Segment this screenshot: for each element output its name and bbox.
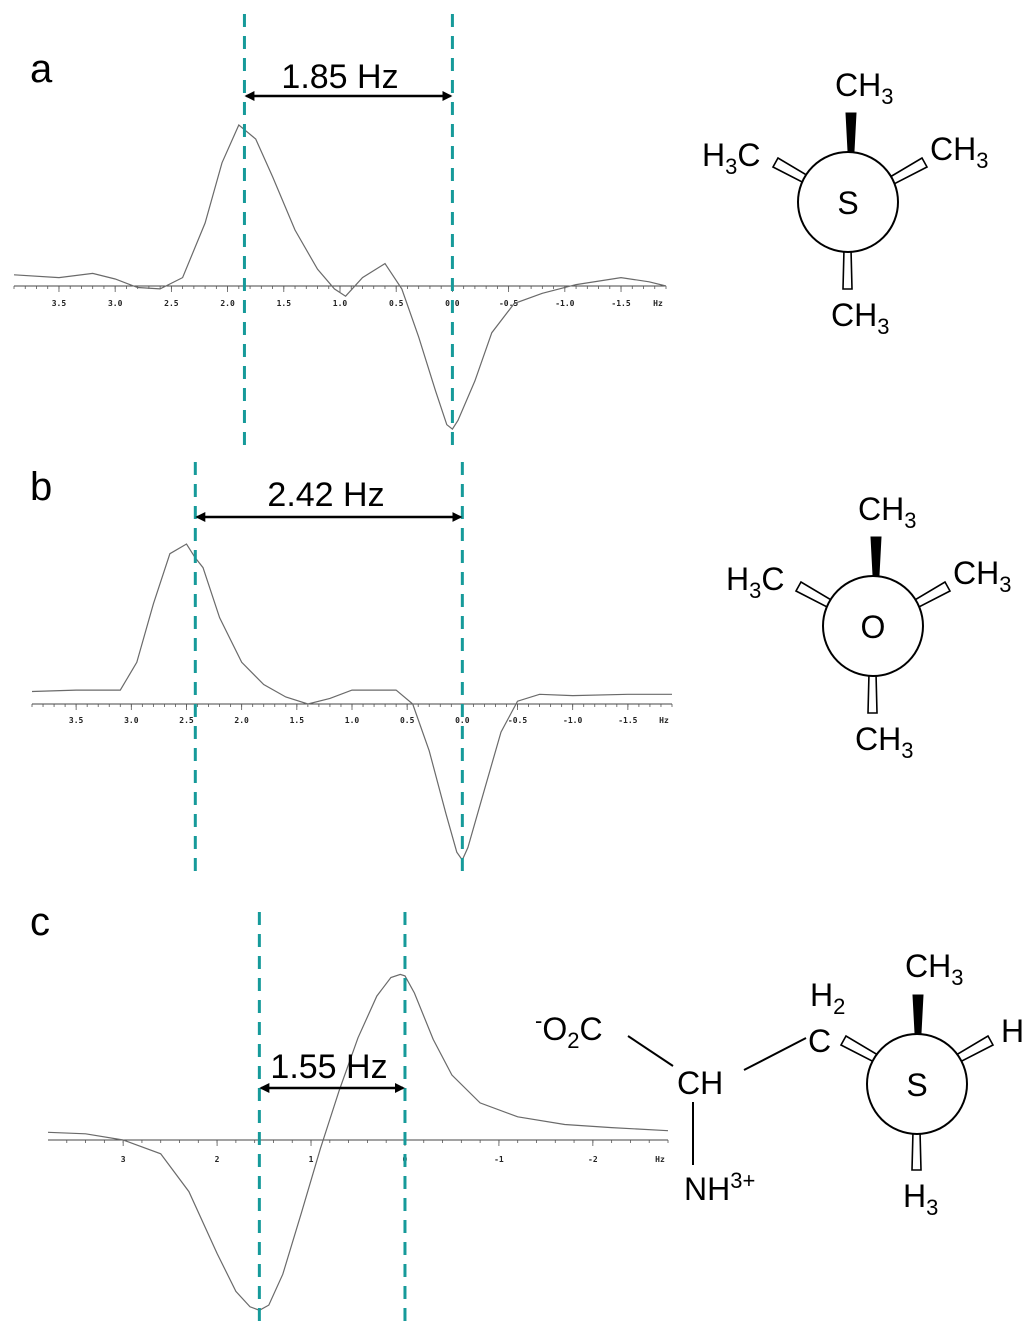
x-tick-label: -1 [494,1155,504,1164]
x-tick-label: -1.5 [611,299,630,308]
structure-a: S CH3 H3C CH3 CH3 [702,67,988,339]
bottom-group-c: H3 [903,1178,938,1220]
x-tick-label: 1.5 [277,299,292,308]
wedge-bottom-a [842,248,853,290]
x-tick-label: 2.0 [234,716,249,725]
panel-c-label: c [30,900,50,944]
panel-a-label: a [30,47,53,91]
x-tick-label: -1.0 [555,299,574,308]
carboxylate-group: -O2C [535,1008,603,1053]
x-tick-label: 0.5 [400,716,415,725]
right-group-a: CH3 [930,131,988,173]
x-tick-label: 3 [121,1155,126,1164]
spectrum-trace [13,124,667,430]
wedge-bottom-b [867,672,878,714]
x-tick-label: 1.0 [333,299,348,308]
wedge-right-c [954,1034,995,1064]
x-tick-label: 1 [309,1155,314,1164]
left-group-b: H3C [726,561,784,603]
methylene-c: C [808,1023,831,1059]
right-group-c: H [1001,1013,1024,1049]
right-group-b: CH3 [953,555,1011,597]
x-axis-unit-label: Hz [653,299,663,308]
x-tick-label: -1.5 [618,716,637,725]
x-tick-label: 3.5 [52,299,67,308]
wedge-left-c [839,1034,880,1064]
oxygen-circle-b [822,575,924,677]
x-tick-label: 1.0 [345,716,360,725]
x-tick-label: 2.0 [220,299,235,308]
separation-label: 1.55 Hz [270,1048,387,1086]
center-atom-c: S [906,1067,927,1103]
wedge-right-a [888,156,929,186]
structure-c: S CH3 H H3 -O2C CH NH3+ H2 C [535,948,1024,1220]
top-group-c: CH3 [905,948,963,990]
bottom-group-b: CH3 [855,721,913,763]
spectrum-trace [31,543,672,862]
x-tick-label: 2.5 [164,299,179,308]
methylene-h2: H2 [810,977,845,1019]
separation-label: 1.85 Hz [281,58,398,96]
top-group-b: CH3 [858,491,916,533]
x-tick-label: 3.0 [124,716,139,725]
spectrum-plot-b: 3.5 3.0 2.5 2.0 1.5 1.0 0.5 0.0 -0.5 -1.0 -1.5 Hz 2.… [31,462,673,876]
top-group-a: CH3 [835,67,893,109]
left-group-a: H3C [702,137,760,179]
x-axis-unit-label: Hz [655,1155,665,1164]
spectrum-plot-a: 3.53.02.52.01.51.00.50.0-0.5-1.0-1.5Hz1.… [13,14,667,448]
wedge-bottom-c [911,1130,922,1171]
x-tick-label: 2.5 [179,716,194,725]
x-tick-label: -0.5 [508,716,527,725]
x-tick-label: 0.0 [455,716,470,725]
x-tick-label: 0.5 [389,299,404,308]
x-tick-label: -2 [588,1155,598,1164]
panel-a: a 3.53.02.52.01.51.00.50.0-0.5-1.0-1.5Hz… [13,14,667,448]
bond-ch-ch2 [743,1037,807,1071]
center-atom-b: O [861,609,886,645]
bond-carboxylate-ch [627,1035,674,1067]
x-tick-label: 3.0 [108,299,123,308]
center-atom-a: S [837,185,858,221]
x-tick-label: 2 [215,1155,220,1164]
sulfur-circle-c [866,1033,968,1135]
spectrum-trace [47,973,669,1311]
structure-b: O CH3 H3C CH3 CH3 [726,491,1011,763]
panel-b: b 3.5 3.0 2.5 2.0 1.5 1.0 0.5 0.0 -0.5 -1.0 -1.5 Hz… [30,462,673,876]
amine-group: NH3+ [684,1168,755,1207]
x-tick-label: -1.0 [563,716,582,725]
x-tick-label: 1.5 [290,716,305,725]
x-axis-unit-label: Hz [659,716,669,725]
x-tick-label: 3.5 [69,716,84,725]
separation-label: 2.42 Hz [267,476,384,514]
x-tick-label: -0.5 [499,299,518,308]
panel-b-label: b [30,465,52,509]
sulfur-circle-a [797,151,899,253]
alpha-ch: CH [677,1065,723,1101]
bottom-group-a: CH3 [831,297,889,339]
